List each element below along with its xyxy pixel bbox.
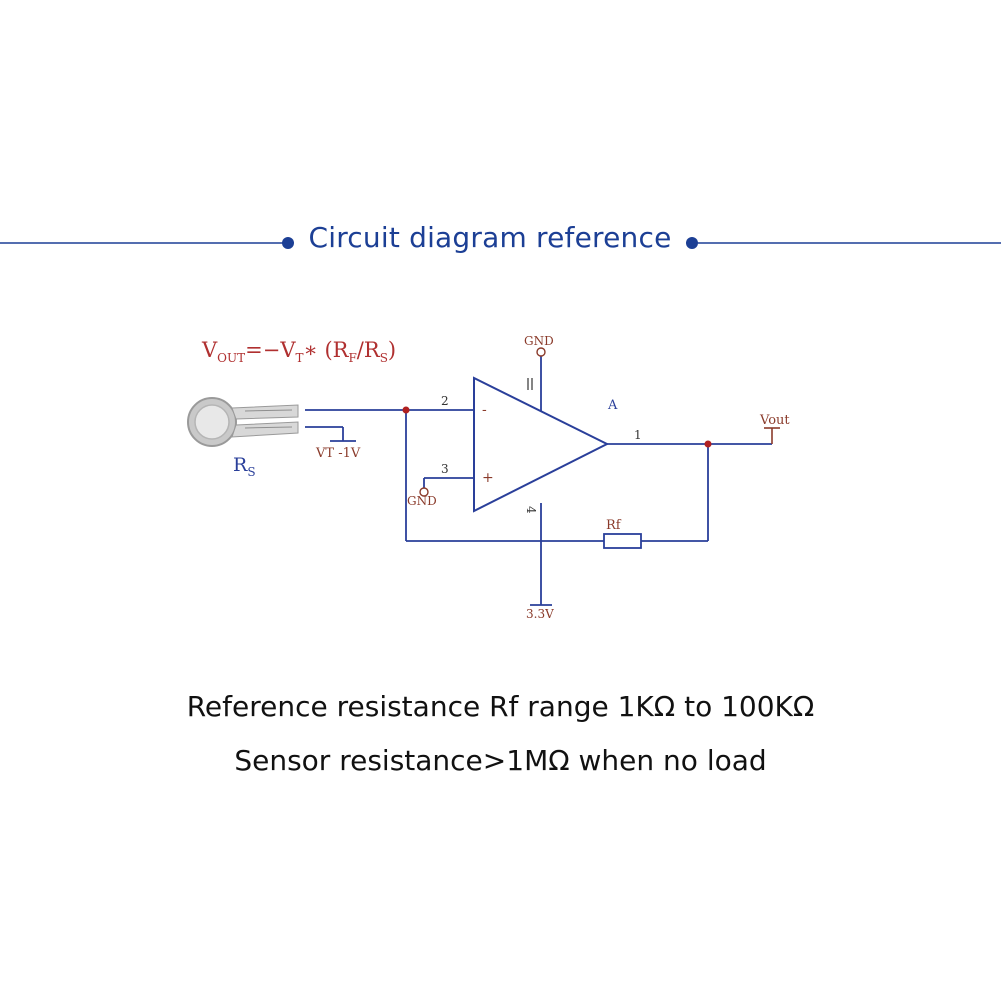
gnd-top-label: GND bbox=[524, 334, 554, 348]
supply-label: 3.3V bbox=[526, 607, 554, 621]
noninverting-sign: + bbox=[482, 470, 494, 486]
rf-resistor-icon bbox=[603, 533, 642, 549]
pin-2-label: 2 bbox=[441, 394, 449, 408]
junction-node bbox=[704, 440, 712, 448]
inverting-sign: - bbox=[482, 402, 487, 418]
section-heading: Circuit diagram reference bbox=[308, 221, 672, 254]
heading-dot-left bbox=[282, 237, 294, 249]
gnd-left-label: GND bbox=[407, 494, 437, 508]
opamp-name: A bbox=[607, 398, 618, 413]
force-sensor-icon bbox=[187, 397, 299, 447]
vt-label: VT -1V bbox=[315, 446, 361, 461]
pin-3-label: 3 bbox=[441, 462, 449, 476]
heading-dot-right bbox=[686, 237, 698, 249]
caption-rf-range: Reference resistance Rf range 1KΩ to 100… bbox=[186, 690, 815, 723]
circuit-wires bbox=[305, 356, 772, 605]
junction-node bbox=[402, 406, 410, 414]
gnd-top-terminal-icon bbox=[536, 347, 546, 357]
vout-terminal-icon bbox=[764, 427, 780, 444]
opamp-triangle bbox=[473, 376, 610, 513]
sensor-label: RS bbox=[233, 454, 256, 479]
pin-8-marker bbox=[527, 378, 533, 390]
formula: VOUT=−VT∗ (RF/RS) bbox=[201, 338, 396, 365]
rf-label: Rf bbox=[606, 518, 622, 533]
vout-label: Vout bbox=[759, 413, 790, 428]
pin-1-label: 1 bbox=[634, 428, 642, 442]
caption-sensor-resistance: Sensor resistance>1MΩ when no load bbox=[234, 744, 767, 777]
gnd-left-terminal-icon bbox=[419, 487, 429, 497]
pin-4-label: 4 bbox=[524, 506, 538, 514]
vt-symbol bbox=[330, 427, 356, 442]
